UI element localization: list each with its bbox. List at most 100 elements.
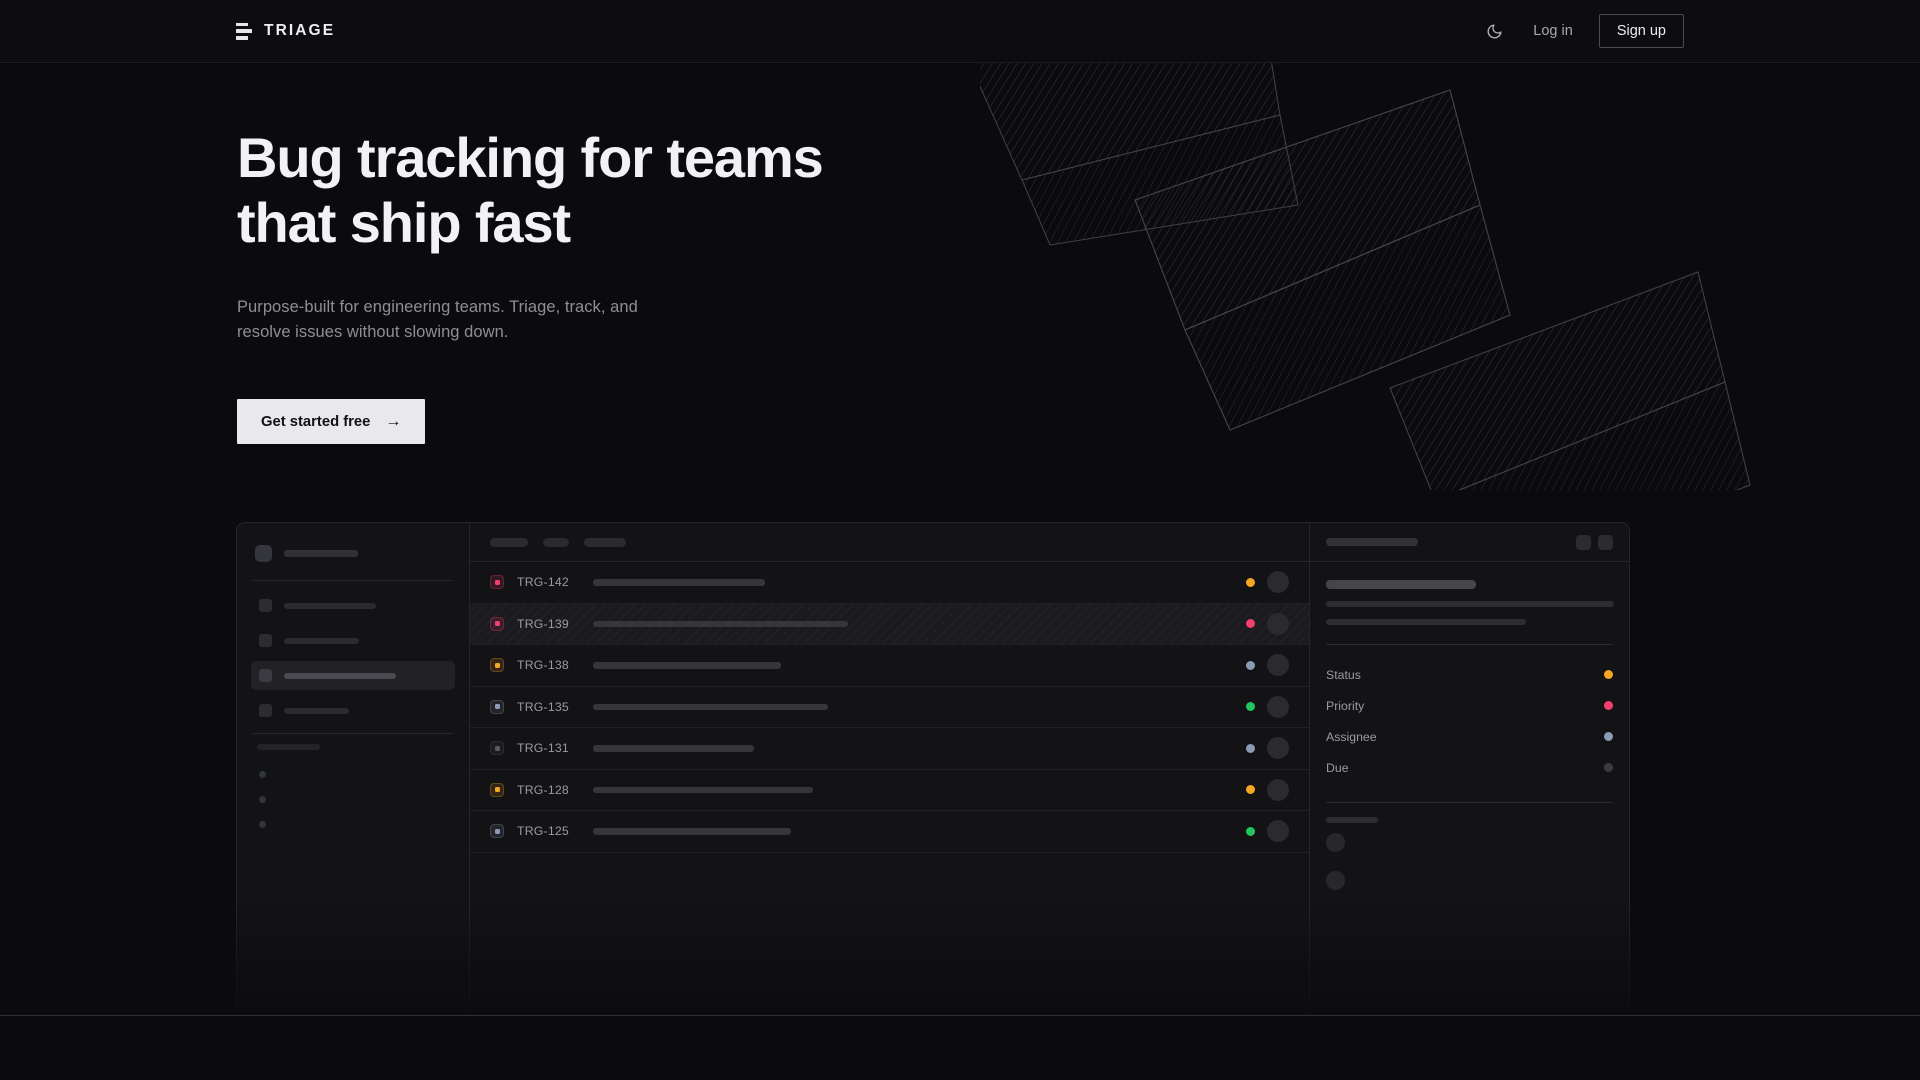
arrow-right-icon: → xyxy=(385,412,402,430)
detail-description-placeholder xyxy=(1326,601,1614,625)
top-navigation-bar: TRIAGE Log in Sign up xyxy=(0,0,1920,63)
detail-header-action-1[interactable] xyxy=(1598,534,1613,550)
sidebar-section-label-placeholder xyxy=(257,744,320,750)
footer-divider xyxy=(0,1015,1920,1016)
detail-field-value-dot xyxy=(1604,732,1613,741)
detail-description-line-1 xyxy=(1326,619,1526,625)
sidebar-item-label-placeholder xyxy=(284,637,359,644)
detail-issue-title-placeholder xyxy=(1326,580,1476,589)
detail-divider-bottom xyxy=(1326,802,1613,803)
table-row[interactable]: TRG-128 xyxy=(470,770,1309,811)
sidebar-item-icon xyxy=(259,704,272,717)
sidebar-item-icon xyxy=(259,634,272,647)
issue-title-placeholder xyxy=(592,828,791,835)
table-row[interactable]: TRG-125 xyxy=(470,811,1309,853)
issue-id: TRG-131 xyxy=(517,741,569,756)
sidebar-project-item-1[interactable] xyxy=(251,787,455,812)
issue-status-dot xyxy=(1246,660,1255,670)
issue-status-dot xyxy=(1246,577,1255,587)
sidebar-divider-bottom xyxy=(253,733,453,734)
login-link[interactable]: Log in xyxy=(1533,23,1573,39)
sidebar-item-label-placeholder xyxy=(284,707,349,714)
issue-status-dot xyxy=(1246,702,1255,712)
list-toolbar-tab-0[interactable] xyxy=(490,537,528,547)
issue-assignee-avatar xyxy=(1267,695,1289,718)
nav-actions: Log in Sign up xyxy=(1481,14,1684,48)
signup-button[interactable]: Sign up xyxy=(1598,14,1684,48)
issue-assignee-avatar xyxy=(1267,571,1289,594)
theme-toggle-button[interactable] xyxy=(1481,18,1507,44)
issue-status-dot xyxy=(1246,743,1255,753)
list-toolbar-tab-1[interactable] xyxy=(543,537,569,547)
sidebar-nav-item-0[interactable] xyxy=(251,591,455,620)
project-dot-icon xyxy=(259,796,266,803)
table-row[interactable]: TRG-139 xyxy=(470,603,1309,645)
detail-field-due[interactable]: Due xyxy=(1326,752,1613,783)
sidebar-nav-item-1[interactable] xyxy=(251,626,455,655)
issue-title-placeholder xyxy=(592,786,813,793)
issue-title-placeholder xyxy=(592,620,848,627)
moon-icon xyxy=(1487,23,1502,38)
issue-status-dot xyxy=(1246,785,1255,795)
sidebar-item-icon xyxy=(259,599,272,612)
detail-field-assignee[interactable]: Assignee xyxy=(1326,721,1613,752)
issue-id: TRG-139 xyxy=(517,616,569,631)
issue-list-toolbar xyxy=(470,523,1309,562)
detail-header-action-0[interactable] xyxy=(1576,534,1591,550)
detail-field-label: Priority xyxy=(1326,698,1365,713)
issue-title-placeholder xyxy=(592,745,754,752)
issue-status-dot xyxy=(1246,619,1255,629)
sidebar-nav-item-2[interactable] xyxy=(251,661,455,690)
issue-title-placeholder xyxy=(592,662,781,669)
sidebar-divider-top xyxy=(253,580,453,581)
detail-field-label: Due xyxy=(1326,760,1349,775)
sidebar-nav-item-3[interactable] xyxy=(251,696,455,725)
issue-id: TRG-125 xyxy=(517,824,569,839)
issue-assignee-avatar xyxy=(1267,820,1289,843)
issue-id: TRG-135 xyxy=(517,699,569,714)
brand-logo[interactable]: TRIAGE xyxy=(236,22,335,40)
issue-id: TRG-138 xyxy=(517,658,569,673)
issue-type-badge-icon xyxy=(490,699,504,714)
sidebar-item-label-placeholder xyxy=(284,602,376,609)
detail-header-actions xyxy=(1576,534,1613,550)
detail-description-line-0 xyxy=(1326,601,1614,607)
get-started-button[interactable]: Get started free → xyxy=(237,399,426,445)
issue-assignee-avatar xyxy=(1267,612,1289,635)
table-row[interactable]: TRG-142 xyxy=(470,562,1309,604)
workspace-name-placeholder xyxy=(284,550,358,557)
issue-type-badge-icon xyxy=(490,658,504,673)
detail-field-priority[interactable]: Priority xyxy=(1326,690,1613,721)
issue-id: TRG-142 xyxy=(517,575,569,590)
issue-type-badge-icon xyxy=(490,616,504,631)
list-toolbar-tab-2[interactable] xyxy=(584,537,626,547)
detail-header-title-placeholder xyxy=(1326,538,1418,546)
sidebar-project-item-0[interactable] xyxy=(251,762,455,787)
sidebar-item-label-placeholder xyxy=(284,672,396,679)
issue-title-placeholder xyxy=(592,579,765,586)
detail-field-value-dot xyxy=(1604,701,1613,710)
detail-field-status[interactable]: Status xyxy=(1326,659,1613,690)
workspace-switcher[interactable] xyxy=(251,537,455,572)
brand-name: TRIAGE xyxy=(264,22,336,39)
sidebar-project-item-2[interactable] xyxy=(251,812,455,837)
sidebar-item-icon xyxy=(259,669,272,682)
detail-divider-top xyxy=(1326,644,1613,645)
comment-author-avatar xyxy=(1326,870,1345,890)
detail-field-label: Assignee xyxy=(1326,729,1377,744)
issue-type-badge-icon xyxy=(490,741,504,756)
detail-comments-list xyxy=(1326,823,1613,899)
table-row[interactable]: TRG-138 xyxy=(470,645,1309,687)
detail-field-value-dot xyxy=(1604,670,1613,679)
table-row[interactable]: TRG-131 xyxy=(470,728,1309,770)
issue-title-placeholder xyxy=(592,703,828,710)
table-row[interactable]: TRG-135 xyxy=(470,687,1309,728)
detail-comments-label-placeholder xyxy=(1326,817,1378,823)
issue-id: TRG-128 xyxy=(517,782,569,797)
project-dot-icon xyxy=(259,821,266,828)
hero-section: Bug tracking for teams that ship fast Pu… xyxy=(0,63,1920,445)
